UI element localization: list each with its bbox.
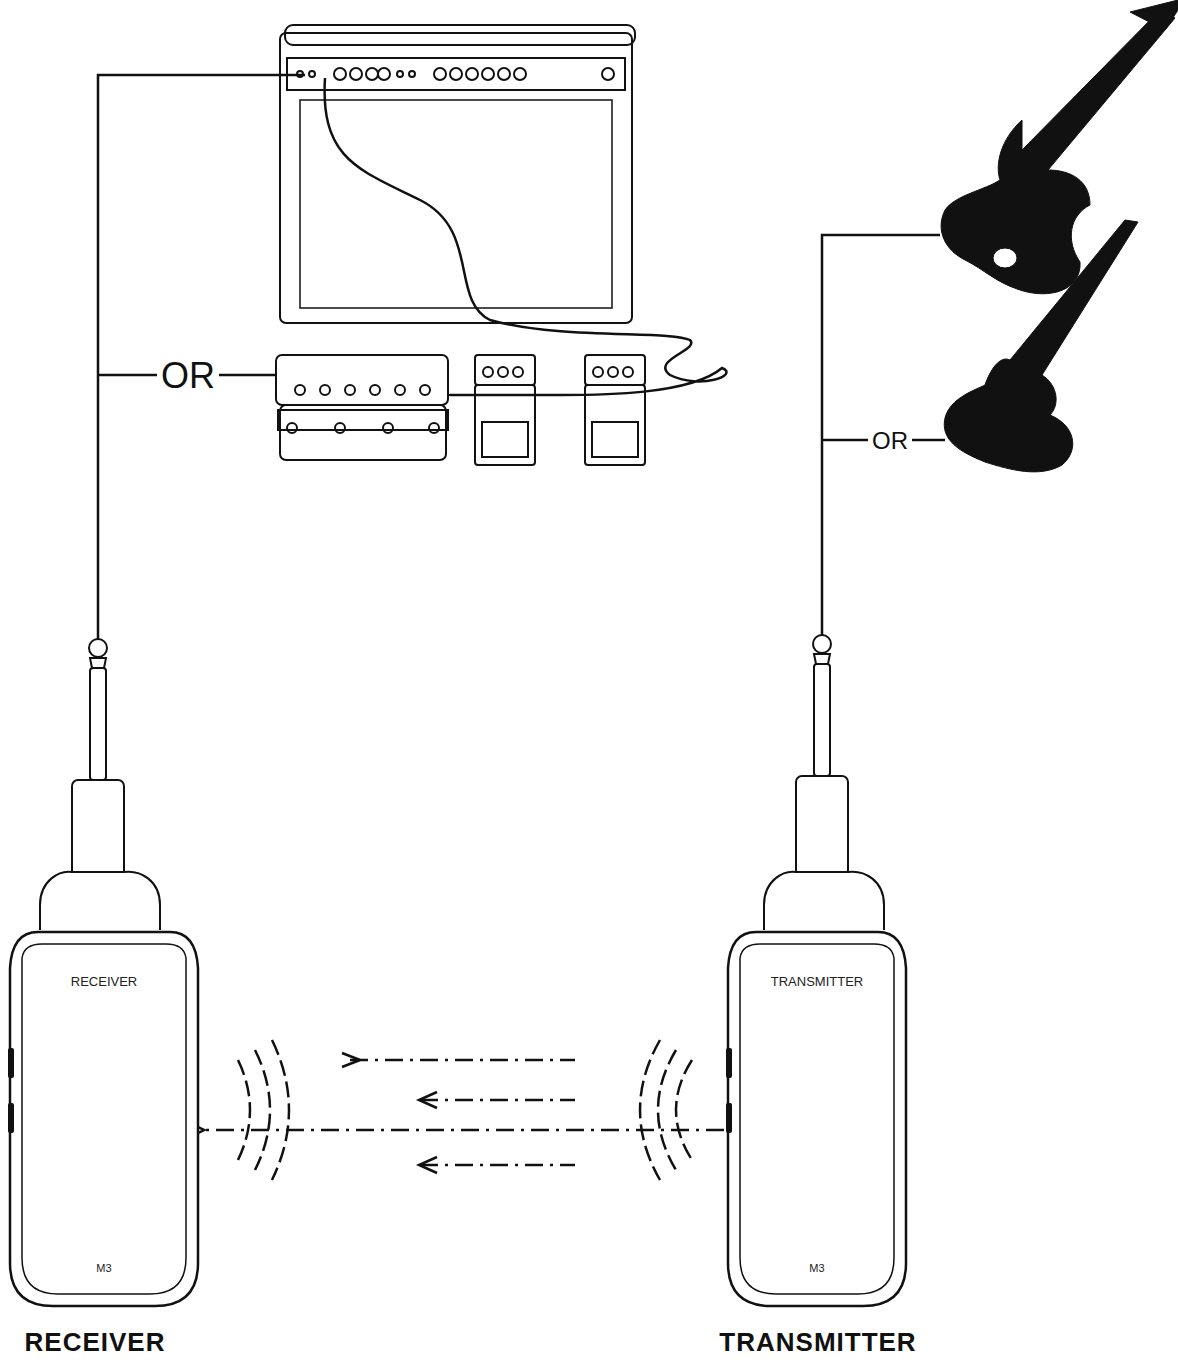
unit-caption: TRANSMITTER xyxy=(715,1327,920,1357)
radio-waves xyxy=(238,1040,692,1180)
amplifier xyxy=(280,25,635,323)
device-name: RECEIVER xyxy=(8,974,200,989)
unit-caption: RECEIVER xyxy=(21,1327,170,1357)
signal-arrows xyxy=(342,1053,575,1173)
amp-switch xyxy=(602,68,614,80)
device-unit: RECEIVER M3 xyxy=(8,928,200,1308)
or-label: OR xyxy=(157,356,219,396)
pedalboard xyxy=(276,355,645,465)
model-number: M3 xyxy=(8,1262,200,1274)
jack-plug xyxy=(40,635,884,930)
wires xyxy=(98,75,945,640)
signal-link xyxy=(204,1129,724,1132)
or-label: OR xyxy=(868,427,912,455)
device-unit: TRANSMITTER M3 xyxy=(726,928,908,1308)
device-name: TRANSMITTER xyxy=(726,974,908,989)
model-number: M3 xyxy=(726,1262,908,1274)
guitar xyxy=(941,0,1178,472)
